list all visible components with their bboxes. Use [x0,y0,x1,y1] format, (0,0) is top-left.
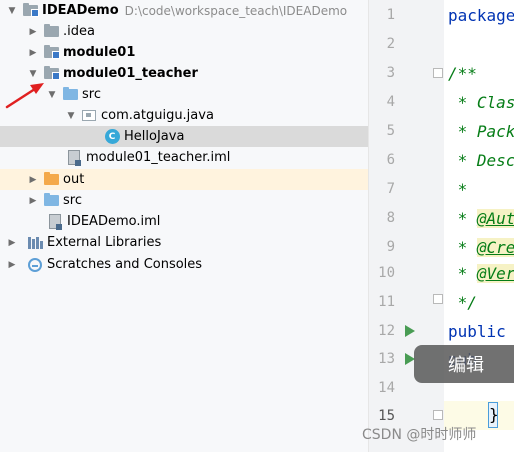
line-number: 7 [386,181,395,197]
chevron-right-icon[interactable]: ▶ [29,174,37,185]
root-src-label: src [63,192,82,208]
line-number: 14 [378,380,395,396]
external-libraries-icon [27,235,43,251]
code-line-5: * Pack [448,122,514,141]
class-file-label: HelloJava [124,128,185,144]
chevron-right-icon[interactable]: ▶ [29,26,37,37]
line-number: 8 [386,210,395,226]
tree-item-teacher-src[interactable]: ▼ src [0,84,368,105]
code-line-11: */ [448,293,477,312]
source-folder-icon [43,193,59,209]
code-line-7: * [448,180,468,199]
chevron-right-icon[interactable]: ▶ [29,47,37,58]
code-line-6: * Desc [448,151,514,170]
external-libraries-label: External Libraries [47,234,162,250]
line-number: 2 [386,36,395,52]
chevron-down-icon[interactable]: ▼ [8,5,16,16]
root-path: D:\code\workspace_teach\IDEADemo [124,3,348,18]
line-number: 4 [386,94,395,110]
tree-item-root-src[interactable]: ▶ src [0,190,368,211]
root-iml-label: IDEADemo.iml [67,213,161,229]
chevron-right-icon[interactable]: ▶ [29,195,37,206]
out-folder-label: out [63,171,85,187]
tree-item-root[interactable]: ▼ IDEADemo D:\code\workspace_teach\IDEAD… [0,0,368,21]
module-folder-icon [22,3,39,19]
line-number: 9 [386,239,395,255]
teacher-src-label: src [82,86,101,102]
tree-item-teacher-iml[interactable]: module01_teacher.iml [0,147,368,168]
fold-marker-icon[interactable] [433,294,443,304]
chevron-down-icon[interactable]: ▼ [29,68,37,79]
run-gutter-icon[interactable] [405,344,417,373]
line-number: 12 [378,323,395,339]
tree-item-external-libraries[interactable]: ▶ External Libraries [0,232,368,253]
module01-label: module01 [63,44,136,60]
code-line-1: package [448,6,514,25]
current-line-highlight [444,401,514,430]
tooltip-text: 编辑 [448,355,484,376]
module-folder-icon [43,66,60,82]
module-folder-icon [43,45,60,61]
tree-item-scratches[interactable]: ▶ Scratches and Consoles [0,254,368,275]
iml-file-icon [66,150,82,166]
line-number: 3 [386,65,395,81]
java-class-icon: C [104,129,120,145]
line-number: 10 [378,265,395,281]
tree-item-hellojava[interactable]: C HelloJava [0,126,368,147]
fold-marker-icon[interactable] [433,410,443,420]
line-number: 6 [386,152,395,168]
idea-folder-label: .idea [63,23,95,39]
code-line-3: /** [448,64,477,83]
project-tree: ▼ IDEADemo D:\code\workspace_teach\IDEAD… [0,0,369,452]
watermark: CSDN @时时师师 [362,427,477,443]
chevron-right-icon[interactable]: ▶ [8,237,16,248]
tree-item-root-iml[interactable]: IDEADemo.iml [0,211,368,232]
fold-marker-icon[interactable] [433,68,443,78]
code-line-12: public [448,322,506,341]
edit-tooltip[interactable]: 编辑 [414,345,514,383]
code-line-4: * Clas [448,93,514,112]
line-number: 1 [386,7,395,23]
teacher-iml-label: module01_teacher.iml [86,149,231,165]
package-label: com.atguigu.java [101,107,214,123]
package-icon [81,108,97,124]
tree-item-idea[interactable]: ▶ .idea [0,21,368,42]
chevron-right-icon[interactable]: ▶ [8,259,16,270]
line-number: 13 [378,351,395,367]
tree-item-module01[interactable]: ▶ module01 [0,42,368,63]
tree-item-package[interactable]: ▼ com.atguigu.java [0,105,368,126]
line-number: 11 [378,294,395,310]
module01-teacher-label: module01_teacher [63,65,198,81]
root-label: IDEADemo [42,2,119,18]
chevron-down-icon[interactable]: ▼ [67,110,75,121]
scratches-label: Scratches and Consoles [47,256,203,272]
tree-item-out[interactable]: ▶ out [0,169,368,190]
code-line-10: * @Ver [448,264,514,283]
source-folder-icon [62,87,78,103]
tree-item-module01-teacher[interactable]: ▼ module01_teacher [0,63,368,84]
matched-brace[interactable]: } [488,402,499,428]
run-gutter-icon[interactable] [405,316,417,345]
line-number: 5 [386,123,395,139]
line-number: 15 [378,408,395,424]
code-line-9: * @Cre [448,238,514,257]
scratches-icon [27,257,43,273]
chevron-down-icon[interactable]: ▼ [48,89,56,100]
excluded-folder-icon [43,172,59,188]
iml-file-icon [47,214,63,230]
folder-icon [43,24,59,40]
code-line-8: * @Aut [448,209,514,228]
